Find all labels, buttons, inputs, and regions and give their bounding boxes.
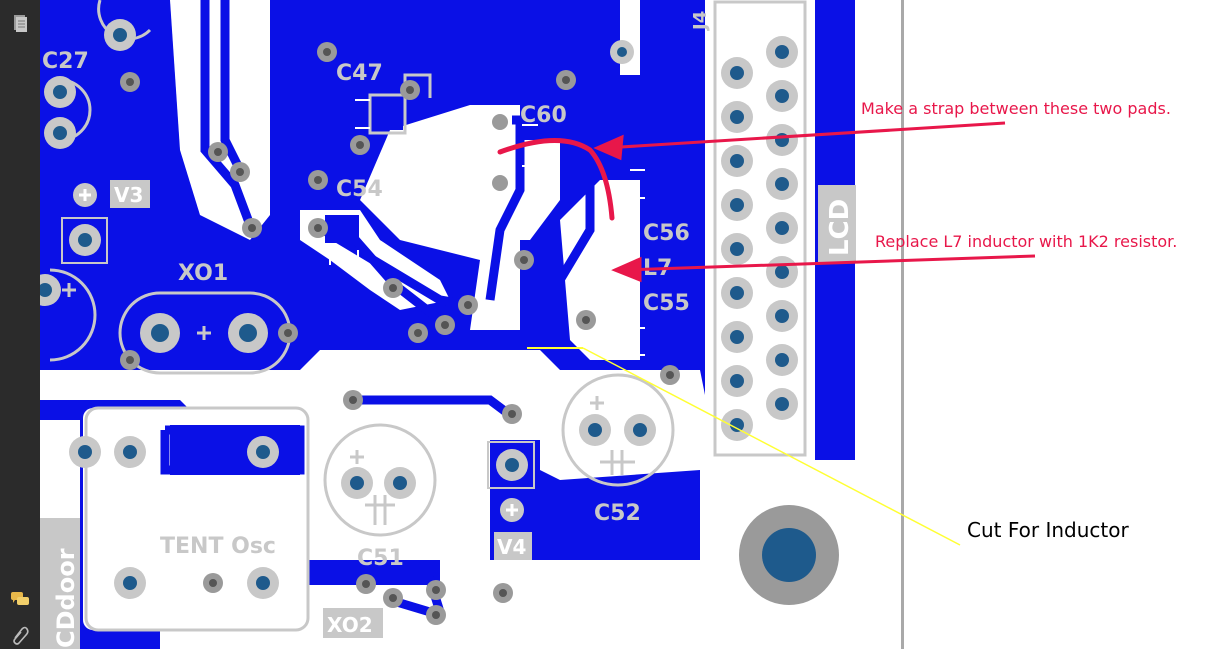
lcd-header-pads	[721, 36, 798, 441]
label-c27: C27	[42, 49, 89, 74]
label-v4: V4	[497, 535, 526, 559]
label-c51: C51	[357, 546, 404, 571]
polarity-plus	[79, 189, 518, 516]
resistor-arrow-line	[624, 254, 1036, 272]
through-hole-pads	[40, 19, 656, 599]
pcb-layout-view: C27 C47 C60 C54 XO1 C56 L7 C55 TENT Osc …	[40, 0, 903, 649]
label-xo1: XO1	[178, 261, 228, 286]
c47-pad	[373, 97, 403, 130]
cut-leader-line	[582, 347, 961, 546]
attachment-icon[interactable]	[9, 624, 31, 646]
pcb-drawing: C27 C47 C60 C54 XO1 C56 L7 C55 TENT Osc …	[40, 0, 903, 649]
label-cddoor: CDdoor	[52, 548, 80, 648]
silkscreen-outlines	[49, 0, 807, 632]
label-xo2: XO2	[327, 613, 373, 637]
strap-note: Make a strap between these two pads.	[861, 99, 1171, 118]
resistor-arrow-head	[611, 256, 642, 283]
label-backgrounds	[40, 180, 856, 649]
label-c47: C47	[336, 61, 383, 86]
label-c60: C60	[520, 103, 567, 128]
strap-arrow-head	[593, 134, 624, 161]
label-c55: C55	[643, 291, 690, 316]
cut-note: Cut For Inductor	[967, 518, 1129, 542]
page-divider	[901, 0, 904, 649]
label-c56: C56	[643, 221, 690, 246]
c54-pad	[325, 215, 359, 243]
left-toolbar	[0, 0, 40, 649]
silk-plus	[62, 283, 635, 525]
label-j4: J4	[690, 11, 711, 32]
strap-mark	[497, 138, 615, 221]
resistor-note: Replace L7 inductor with 1K2 resistor.	[875, 232, 1177, 251]
label-lcd: LCD	[825, 199, 855, 256]
label-v3: V3	[114, 183, 143, 207]
via-holes	[126, 48, 674, 619]
label-tent-osc: TENT Osc	[160, 534, 276, 559]
comments-icon[interactable]	[9, 588, 31, 610]
copper-fill-lower	[490, 440, 700, 560]
label-c54: C54	[336, 177, 383, 202]
label-c52: C52	[594, 501, 641, 526]
pages-icon[interactable]	[9, 12, 31, 34]
mounting-hole-center	[762, 528, 816, 582]
strap-arrow-line	[604, 121, 1006, 150]
